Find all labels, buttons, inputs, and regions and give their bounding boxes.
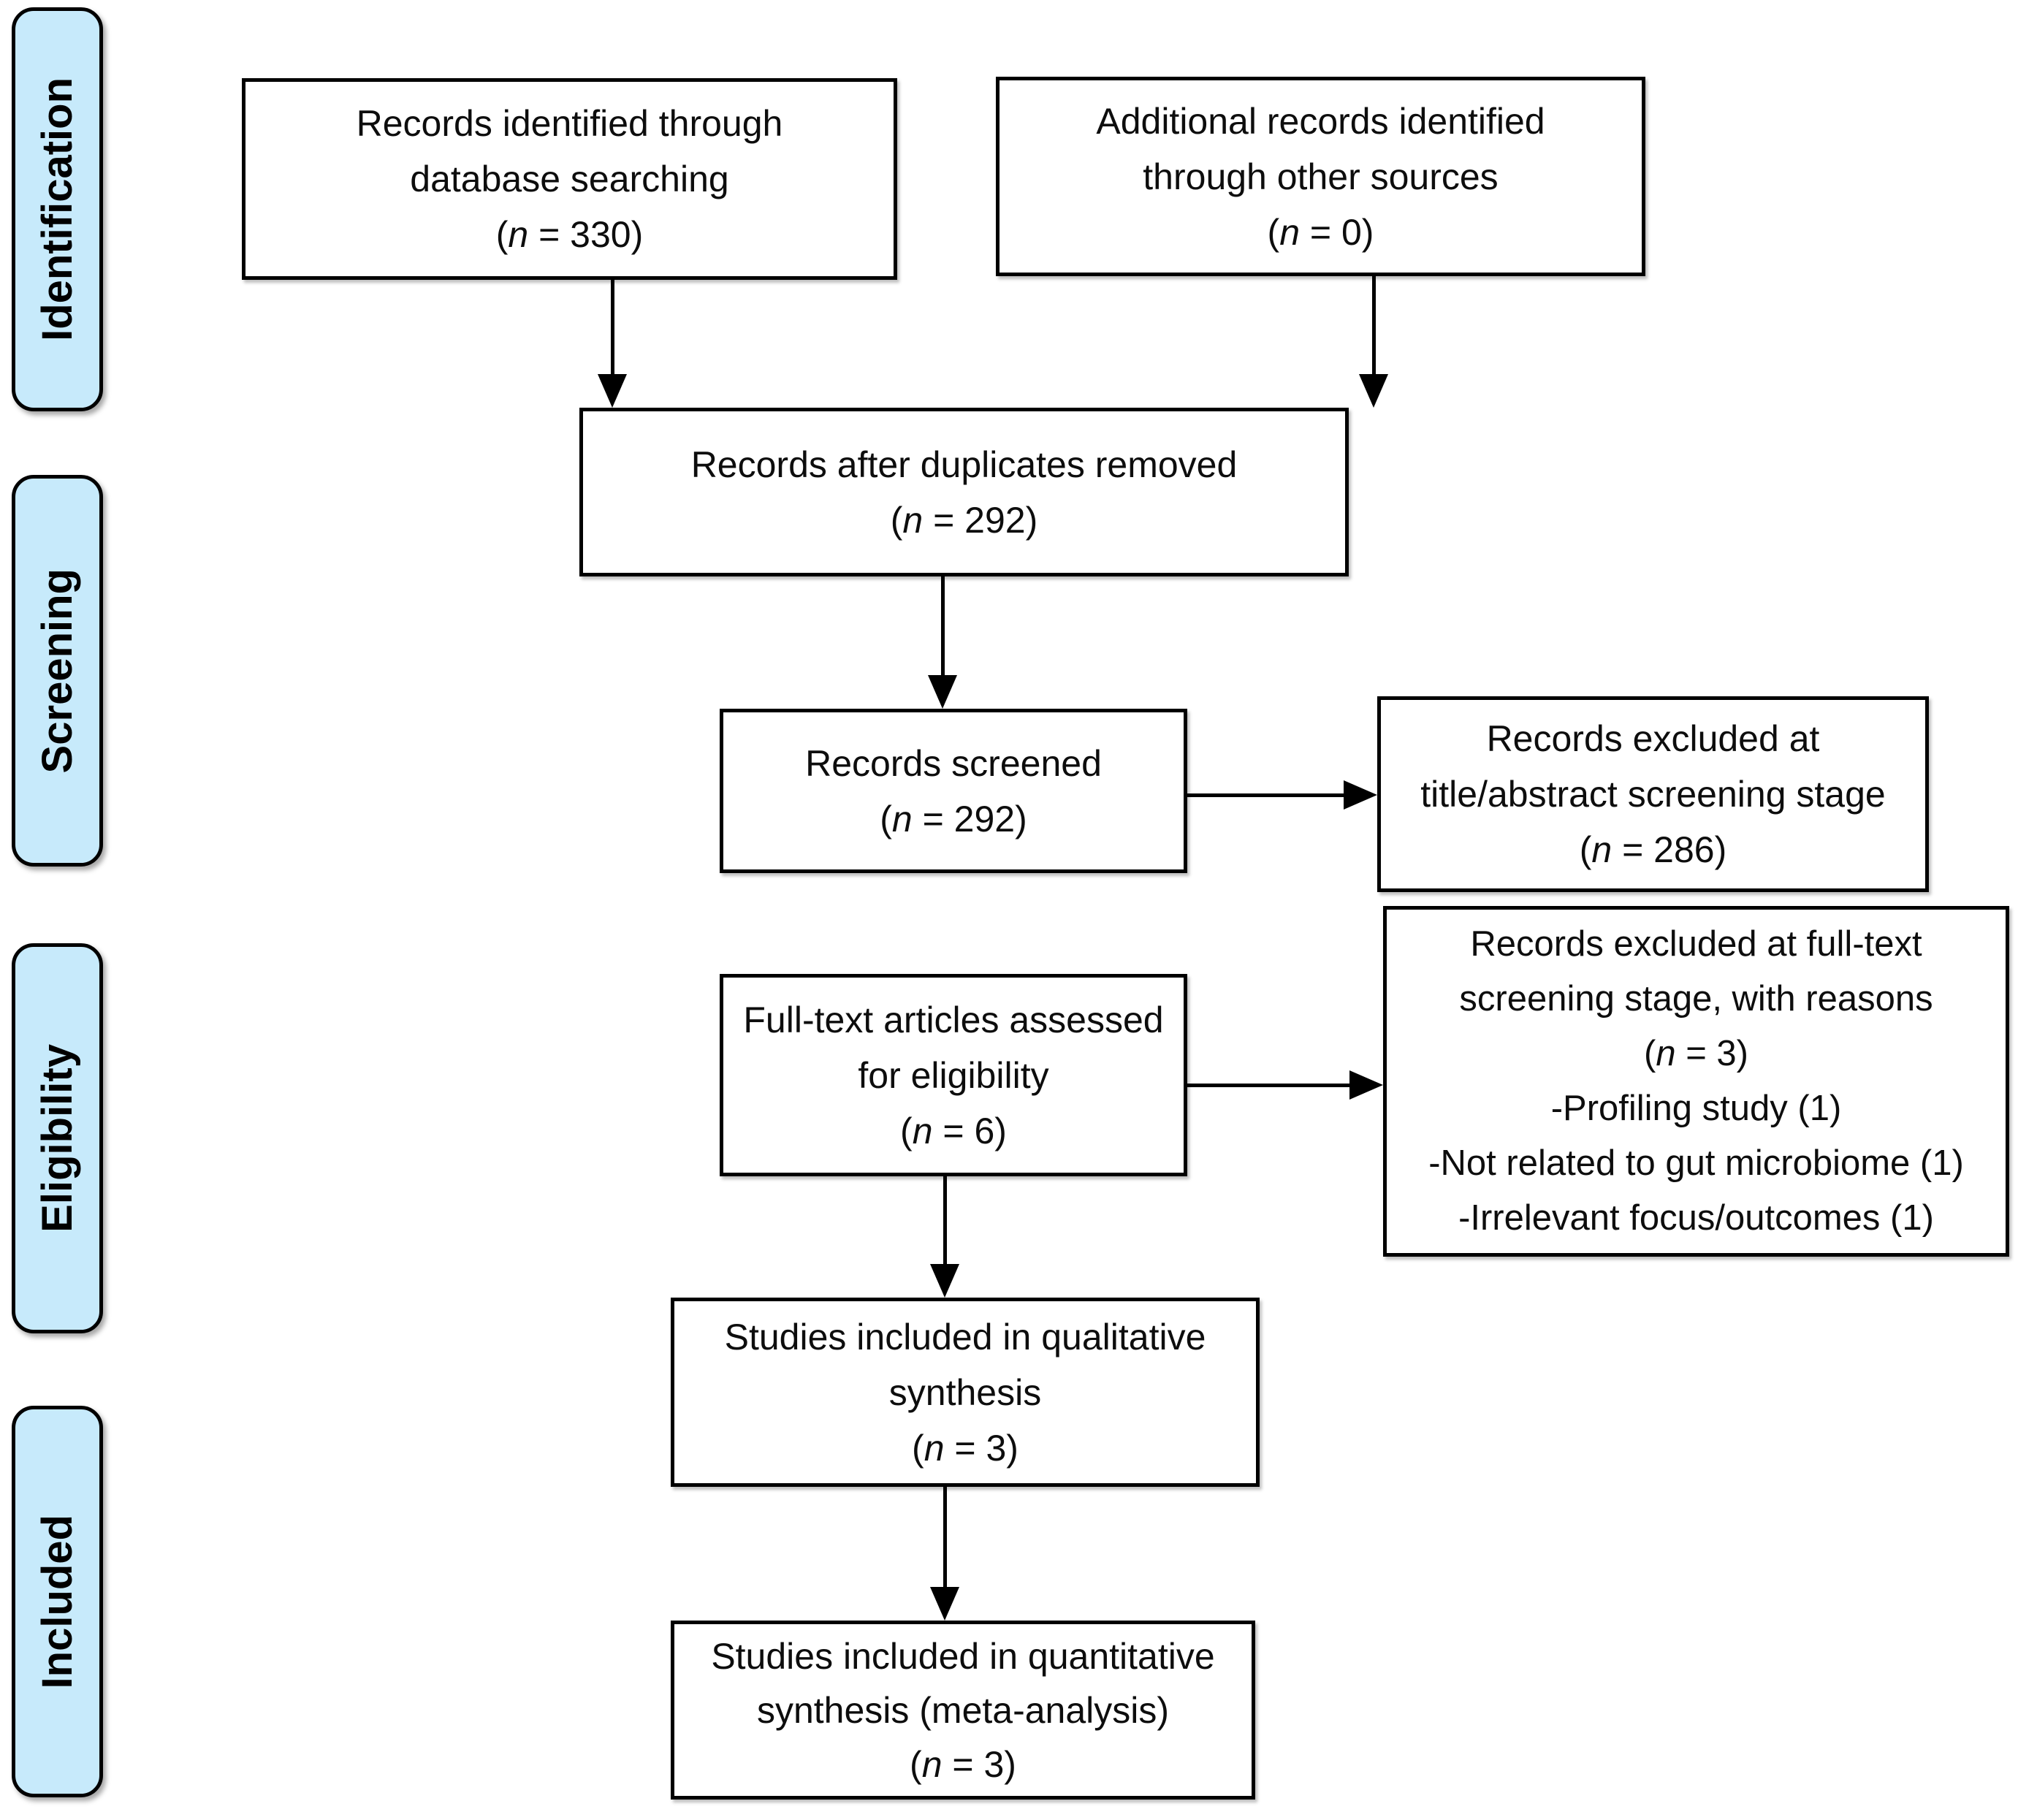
box-fulltext-assessed-count: (n = 6) bbox=[900, 1110, 1007, 1151]
box-excluded-fulltext: Records excluded at full-text screening … bbox=[1383, 906, 2009, 1257]
stage-label-identification: Identification bbox=[12, 7, 103, 411]
stage-label-included-text: Included bbox=[34, 1514, 81, 1689]
arrow-additional-to-deduplicated-line bbox=[1372, 276, 1376, 376]
box-excluded-title-abstract-text: Records excluded at title/abstract scree… bbox=[1420, 718, 1886, 815]
stage-label-eligibility: Eligibility bbox=[12, 943, 103, 1333]
stage-label-included: Included bbox=[12, 1406, 103, 1797]
stage-label-eligibility-text: Eligibility bbox=[34, 1044, 81, 1233]
box-records-identified-text: Records identified through database sear… bbox=[356, 103, 783, 199]
box-quantitative-synthesis-text: Studies included in quantitative synthes… bbox=[711, 1635, 1215, 1731]
arrow-qualitative-to-quantitative-head-icon bbox=[930, 1587, 959, 1621]
box-quantitative-synthesis: Studies included in quantitative synthes… bbox=[671, 1621, 1255, 1800]
box-qualitative-synthesis-count: (n = 3) bbox=[912, 1427, 1018, 1469]
arrow-additional-to-deduplicated-head-icon bbox=[1359, 374, 1388, 408]
box-records-screened-text: Records screened bbox=[805, 742, 1102, 784]
arrow-fulltext-to-excluded-head-icon bbox=[1349, 1070, 1383, 1100]
box-qualitative-synthesis-text: Studies included in qualitative synthesi… bbox=[724, 1316, 1206, 1413]
box-records-screened: Records screened (n = 292) bbox=[720, 709, 1187, 873]
box-duplicates-removed-count: (n = 292) bbox=[890, 499, 1038, 541]
box-duplicates-removed: Records after duplicates removed (n = 29… bbox=[579, 408, 1349, 576]
arrow-deduplicated-to-screened-line bbox=[941, 576, 945, 677]
box-excluded-fulltext-text: Records excluded at full-text screening … bbox=[1459, 924, 1933, 1018]
stage-label-screening-text: Screening bbox=[34, 568, 81, 774]
box-excluded-title-abstract-count: (n = 286) bbox=[1579, 829, 1727, 870]
box-duplicates-removed-text: Records after duplicates removed bbox=[690, 443, 1238, 485]
box-additional-records-count: (n = 0) bbox=[1267, 211, 1374, 253]
arrow-deduplicated-to-screened-head-icon bbox=[928, 675, 957, 709]
box-additional-records-text: Additional records identified through ot… bbox=[1096, 100, 1545, 197]
stage-label-identification-text: Identification bbox=[34, 77, 81, 341]
box-quantitative-synthesis-count: (n = 3) bbox=[910, 1743, 1016, 1785]
arrow-qualitative-to-quantitative-line bbox=[943, 1487, 947, 1588]
box-records-identified-count: (n = 330) bbox=[495, 214, 644, 255]
box-fulltext-assessed-text: Full-text articles assessed for eligibil… bbox=[743, 999, 1164, 1096]
arrow-screened-to-excluded-head-icon bbox=[1344, 780, 1377, 810]
box-fulltext-assessed: Full-text articles assessed for eligibil… bbox=[720, 974, 1187, 1176]
arrow-screened-to-excluded-line bbox=[1187, 793, 1345, 797]
arrow-fulltext-to-qualitative-line bbox=[943, 1176, 947, 1265]
box-additional-records: Additional records identified through ot… bbox=[996, 77, 1645, 276]
box-records-screened-count: (n = 292) bbox=[880, 798, 1027, 839]
box-qualitative-synthesis: Studies included in qualitative synthesi… bbox=[671, 1298, 1260, 1487]
arrow-fulltext-to-excluded-line bbox=[1187, 1084, 1351, 1087]
box-records-identified: Records identified through database sear… bbox=[242, 78, 897, 280]
stage-label-screening: Screening bbox=[12, 475, 103, 867]
arrow-fulltext-to-qualitative-head-icon bbox=[930, 1264, 959, 1298]
arrow-identified-to-deduplicated-head-icon bbox=[598, 374, 627, 408]
arrow-identified-to-deduplicated-line bbox=[611, 280, 614, 376]
box-excluded-fulltext-count: (n = 3) bbox=[1643, 1034, 1748, 1073]
box-excluded-title-abstract: Records excluded at title/abstract scree… bbox=[1377, 696, 1929, 892]
box-excluded-fulltext-reasons: -Profiling study (1) -Not related to gut… bbox=[1428, 1089, 1964, 1238]
